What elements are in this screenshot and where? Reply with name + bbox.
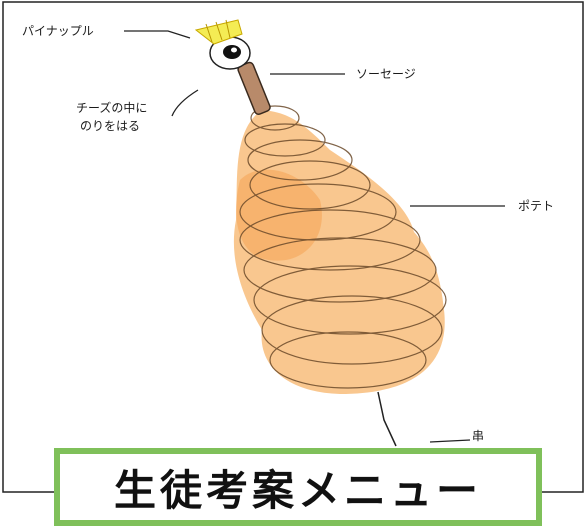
label-potato: ポテト xyxy=(518,199,555,213)
leader-pineapple xyxy=(124,30,191,39)
potato-tornado xyxy=(233,105,447,394)
leader-cheese xyxy=(171,89,199,117)
label-cheese-line1: チーズの中に xyxy=(76,101,148,115)
menu-banner: 生徒考案メニュー xyxy=(54,448,542,526)
label-skewer: 串 xyxy=(472,429,485,443)
pineapple xyxy=(194,19,243,45)
label-cheese-line2: のりをはる xyxy=(80,119,141,133)
sausage xyxy=(237,61,271,116)
cheese-nori xyxy=(209,36,251,70)
skewer-stick xyxy=(377,391,397,447)
label-sausage: ソーセージ xyxy=(356,67,416,81)
label-pineapple: パイナップル xyxy=(22,24,94,38)
banner-title: 生徒考案メニュー xyxy=(113,465,482,515)
leader-skewer xyxy=(429,439,471,443)
